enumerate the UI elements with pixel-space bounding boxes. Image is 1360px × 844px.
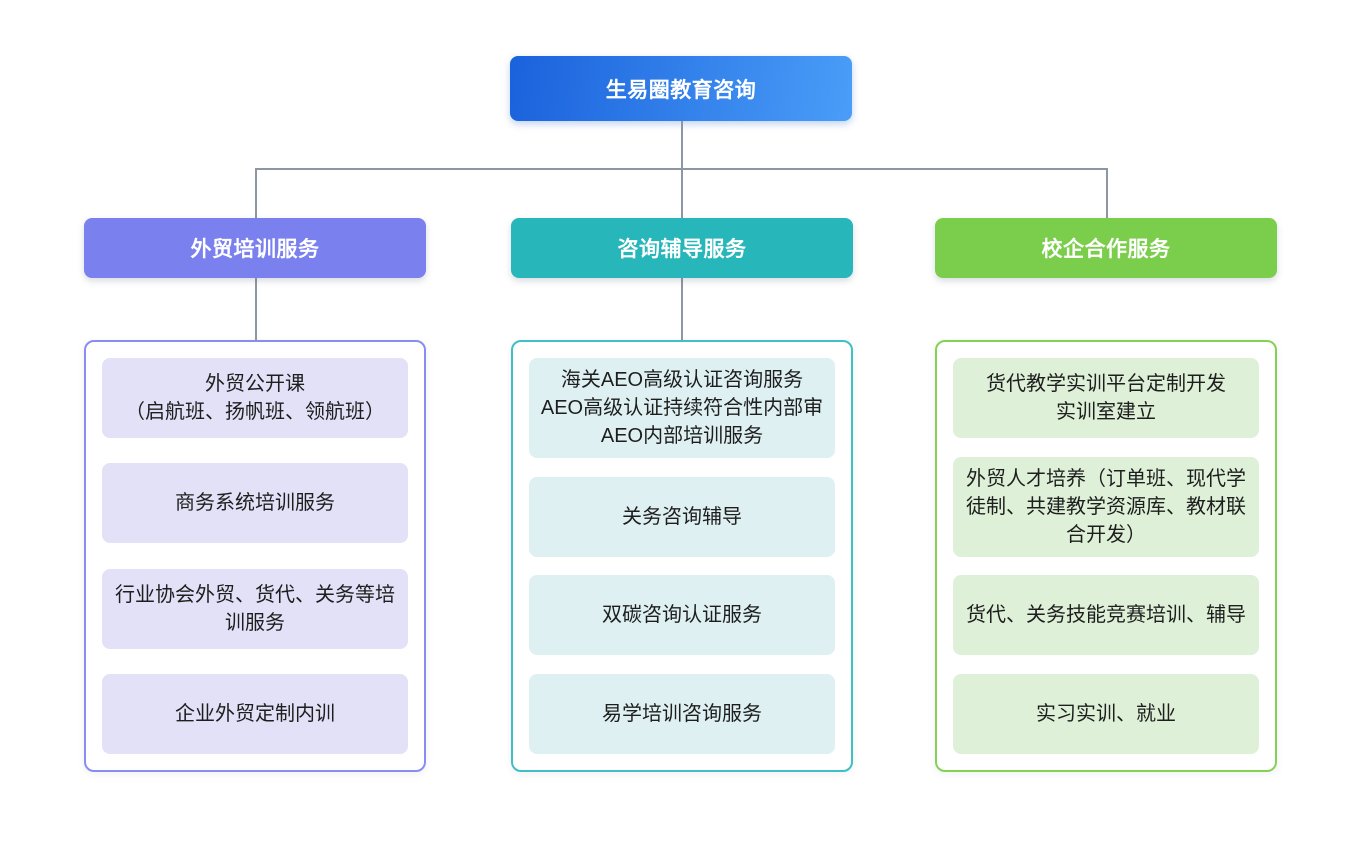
connector-branch-drop-2 [681, 168, 683, 219]
leaf-node-line: 货代、关务技能竞赛培训、辅导 [966, 604, 1246, 627]
leaf-node-line: 易学培训咨询服务 [602, 702, 762, 725]
branch-header-foreign-trade-training[interactable]: 外贸培训服务 [84, 218, 426, 278]
branch-group-school-enterprise-cooperation: 货代教学实训平台定制开发实训室建立外贸人才培养（订单班、现代学徒制、共建教学资源… [935, 340, 1277, 772]
leaf-node[interactable]: 实习实训、就业 [953, 673, 1259, 754]
leaf-node-line: AEO高级认证持续符合性内部审 [540, 397, 824, 419]
branch-header-label: 校企合作服务 [1041, 238, 1171, 261]
leaf-node[interactable]: 海关AEO高级认证咨询服务 AEO高级认证持续符合性内部审 AEO内部培训服务 [529, 358, 835, 458]
branch-header-label: 咨询辅导服务 [617, 238, 747, 261]
leaf-node-line: 关务咨询辅导 [622, 505, 742, 528]
leaf-node[interactable]: 关务咨询辅导 [529, 476, 835, 557]
leaf-node-line: 商务系统培训服务 [175, 492, 335, 515]
connector-branch-drop-1 [255, 168, 257, 219]
branch-header-school-enterprise-cooperation[interactable]: 校企合作服务 [935, 218, 1277, 278]
connector-group-stem-2 [681, 278, 683, 340]
branch-header-consulting-coaching[interactable]: 咨询辅导服务 [511, 218, 853, 278]
leaf-node-line: 实训室建立 [1056, 401, 1156, 423]
leaf-node[interactable]: 外贸人才培养（订单班、现代学徒制、共建教学资源库、教材联合开发） [953, 456, 1259, 557]
branch-header-label: 外贸培训服务 [190, 238, 320, 261]
leaf-node[interactable]: 货代教学实训平台定制开发实训室建立 [953, 358, 1259, 438]
leaf-node-line: 企业外贸定制内训 [175, 702, 335, 725]
leaf-node-line: 货代教学实训平台定制开发 [986, 373, 1226, 395]
leaf-node-line: 双碳咨询认证服务 [602, 604, 762, 627]
leaf-node-line: 外贸人才培养（订单班、现代学徒制、共建教学资源库、教材联合开发） [966, 467, 1246, 546]
branch-column-foreign-trade-training: 外贸培训服务外贸公开课 （启航班、扬帆班、领航班） 商务系统培训服务行业协会外贸、货… [84, 218, 426, 772]
connector-group-stem-1 [255, 278, 257, 340]
leaf-node[interactable]: 易学培训咨询服务 [529, 673, 835, 754]
branch-column-school-enterprise-cooperation: 校企合作服务货代教学实训平台定制开发实训室建立外贸人才培养（订单班、现代学徒制、… [935, 218, 1277, 772]
leaf-node-line: AEO内部培训服务 [600, 425, 764, 447]
leaf-node[interactable]: 双碳咨询认证服务 [529, 575, 835, 656]
connector-branch-drop-3 [1106, 168, 1108, 219]
leaf-node[interactable]: 商务系统培训服务 [102, 463, 408, 544]
connector-root-stem [681, 121, 683, 168]
branch-group-foreign-trade-training: 外贸公开课 （启航班、扬帆班、领航班） 商务系统培训服务行业协会外贸、货代、关务等培… [84, 340, 426, 772]
branch-group-consulting-coaching: 海关AEO高级认证咨询服务 AEO高级认证持续符合性内部审 AEO内部培训服务关务咨… [511, 340, 853, 772]
leaf-node-line: 行业协会外贸、货代、关务等培训服务 [115, 583, 395, 634]
leaf-node-line: 海关AEO高级认证咨询服务 [560, 369, 804, 391]
leaf-node[interactable]: 货代、关务技能竞赛培训、辅导 [953, 575, 1259, 656]
leaf-node-line: 外贸公开课 [205, 373, 305, 395]
leaf-node[interactable]: 外贸公开课 （启航班、扬帆班、领航班） [102, 358, 408, 438]
leaf-node-line: （启航班、扬帆班、领航班） [125, 401, 385, 423]
root-node-label: 生易圈教育咨询 [605, 78, 757, 102]
root-node[interactable]: 生易圈教育咨询 [510, 56, 852, 121]
branch-column-consulting-coaching: 咨询辅导服务海关AEO高级认证咨询服务 AEO高级认证持续符合性内部审 AEO内部培… [511, 218, 853, 772]
leaf-node[interactable]: 行业协会外贸、货代、关务等培训服务 [102, 568, 408, 649]
leaf-node[interactable]: 企业外贸定制内训 [102, 673, 408, 754]
leaf-node-line: 实习实训、就业 [1036, 702, 1176, 725]
